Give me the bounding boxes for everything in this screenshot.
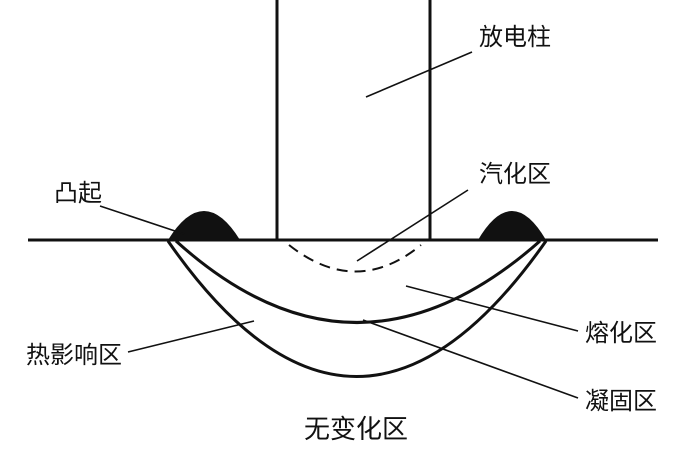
label-unchanged-zone: 无变化区 xyxy=(304,415,408,444)
protrusion-bump-left xyxy=(168,211,240,240)
leader-line-vaporization-zone xyxy=(356,189,469,262)
leader-line-protrusion xyxy=(99,205,185,235)
heat-affected-boundary-arc xyxy=(166,240,548,378)
label-melting-zone: 熔化区 xyxy=(585,320,657,347)
label-solidification-zone: 凝固区 xyxy=(585,388,657,415)
label-protrusion: 凸起 xyxy=(54,180,102,207)
leader-line-solidification-zone xyxy=(362,319,579,399)
solidification-boundary-arc xyxy=(174,239,541,324)
label-heat-affected-zone: 热影响区 xyxy=(26,342,122,369)
vaporization-zone-dashed-arc xyxy=(288,244,422,273)
label-vaporization-zone: 汽化区 xyxy=(479,161,551,188)
protrusion-bump-right xyxy=(478,211,546,240)
label-discharge-column: 放电柱 xyxy=(479,24,551,51)
leader-line-melting-zone xyxy=(405,285,579,332)
leader-line-heat-affected-zone xyxy=(127,320,255,353)
leader-line-discharge-column xyxy=(365,51,473,98)
